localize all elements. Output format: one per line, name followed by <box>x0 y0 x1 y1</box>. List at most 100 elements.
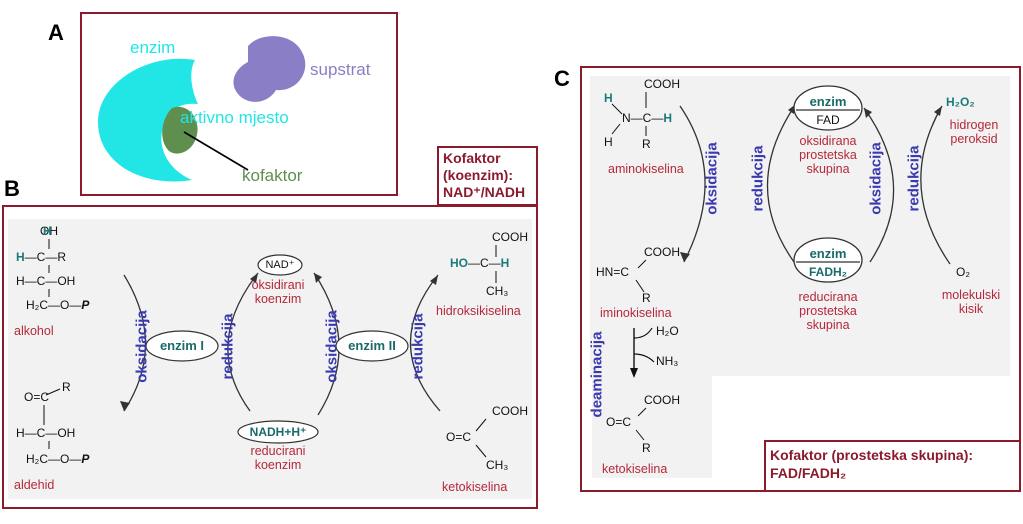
arrow-c-oxidation1 <box>679 105 706 263</box>
svg-text:COOH: COOH <box>644 77 680 91</box>
svg-text:H: H <box>604 91 613 105</box>
reduced-coenzyme-line1: reducirani <box>250 444 306 458</box>
panel-c-reduction1: redukcija <box>749 145 767 212</box>
panel-a-frame <box>80 12 398 196</box>
panel-c-reduction2: redukcija <box>905 145 923 212</box>
enzyme-top-label: enzim <box>809 94 847 109</box>
svg-text:HN=C: HN=C <box>596 265 629 279</box>
aldehyde-structure: O=C R H—C—OH H₂C—O—P <box>16 380 90 466</box>
panel-b-oxidation1: oksidacija <box>133 310 151 383</box>
hydroxy-acid-structure: COOH HO—C—H CH₃ <box>450 230 528 298</box>
aldehyde-label: aldehid <box>14 478 55 492</box>
molecular-oxygen-line1: molekulski <box>941 288 1001 302</box>
panel-b-reduction2: redukcija <box>409 313 427 380</box>
svg-text:N—C—H: N—C—H <box>622 111 672 125</box>
oxidized-coenzyme-line1: oksidirani <box>251 278 305 292</box>
svg-text:O₂: O₂ <box>956 265 970 279</box>
enzyme-bottom-label: enzim <box>809 246 847 261</box>
panel-a-illustration <box>98 36 306 182</box>
panel-b-diagram: OH H H—C—R H—C—OH H₂C—O—P O=C R H—C—OH H… <box>8 219 532 499</box>
arrow-reduction2 <box>409 274 441 412</box>
svg-text:R: R <box>642 291 651 305</box>
molecular-oxygen-line2: kisik <box>958 302 984 316</box>
ammonia-label: NH₃ <box>656 354 679 368</box>
hydroxy-acid-label: hidroksikiselina <box>436 304 521 318</box>
cofactor-shape <box>162 106 198 154</box>
fadh2-label: FADH₂ <box>809 265 847 279</box>
substrate-label: supstrat <box>310 60 371 79</box>
panel-c-letter: C <box>554 66 570 91</box>
panel-b-cofactor-line1: Kofaktor <box>443 150 501 166</box>
alcohol-structure: OH H H—C—R H—C—OH H₂C—O—P <box>16 224 90 312</box>
hydrogen-peroxide-line2: peroksid <box>950 132 998 146</box>
fad-label: FAD <box>816 113 840 127</box>
panel-c-cofactor-box <box>764 440 1021 492</box>
reduced-coenzyme-line2: koenzim <box>254 458 302 472</box>
svg-text:O=C: O=C <box>606 415 631 429</box>
svg-text:COOH: COOH <box>644 393 680 407</box>
panel-b-letter: B <box>4 176 20 201</box>
oxidized-group-line2: prostetska <box>799 148 857 162</box>
svg-text:COOH: COOH <box>644 245 680 259</box>
nad-plus-ellipse <box>257 254 303 276</box>
enzyme2-ellipse <box>335 330 409 362</box>
panel-b-frame <box>2 205 538 509</box>
imino-acid-structure: COOH HN=C R <box>596 245 680 305</box>
amino-acid-label: aminokiselina <box>608 162 684 176</box>
arrow-c-reduction1 <box>766 103 797 263</box>
svg-text:HO—C—H: HO—C—H <box>450 256 509 270</box>
panel-a-letter: A <box>48 20 64 45</box>
oxidized-coenzyme-line2: koenzim <box>254 292 302 306</box>
svg-text:H: H <box>604 135 613 149</box>
hydrogen-peroxide-line1: hidrogen <box>949 118 999 132</box>
svg-text:O=C: O=C <box>24 390 49 404</box>
reduced-group-line1: reducirana <box>798 290 858 304</box>
svg-text:H: H <box>43 224 52 238</box>
panel-b-reduction1: redukcija <box>219 313 237 380</box>
cofactor-label: kofaktor <box>242 166 303 185</box>
panel-b-cofactor-line3: NAD⁺/NADH <box>443 184 526 200</box>
fad-ellipse <box>793 85 863 131</box>
svg-text:O=C: O=C <box>446 430 471 444</box>
panel-c-cofactor-line1: Kofaktor (prostetska skupina): <box>770 447 974 463</box>
reduced-group-line2: prostetska <box>799 304 857 318</box>
svg-text:CH₃: CH₃ <box>486 284 508 298</box>
fadh2-ellipse <box>793 237 863 283</box>
enzyme-label: enzim <box>130 38 176 57</box>
svg-text:H₂C—O—P: H₂C—O—P <box>26 452 90 466</box>
svg-text:COOH: COOH <box>492 230 528 244</box>
svg-text:R: R <box>642 441 651 455</box>
arrow-reduction1 <box>227 272 259 412</box>
nadh-label: NADH+H⁺ <box>249 425 307 439</box>
svg-text:COOH: COOH <box>492 404 528 418</box>
keto-acid-c-label: ketokiselina <box>602 462 668 476</box>
panel-c-oxidation1: oksidacija <box>703 142 721 215</box>
substrate-shape <box>233 36 306 102</box>
svg-text:R: R <box>62 380 71 394</box>
cofactor-pointer-line <box>183 131 249 171</box>
panel-b-cofactor-line2: (koenzim): <box>443 167 513 183</box>
panel-c-diagram: COOH H N—C—H H R COOH HN=C R COOH O=C R … <box>590 76 1010 478</box>
amino-acid-structure: COOH H N—C—H H R <box>604 77 680 151</box>
reduced-group-line3: skupina <box>806 318 850 332</box>
arrow-oxidation1 <box>123 274 147 412</box>
enzyme1-ellipse <box>145 330 219 362</box>
enzyme-shape <box>98 58 198 182</box>
nad-plus-label: NAD⁺ <box>265 259 295 271</box>
enzyme2-label: enzim II <box>348 338 396 353</box>
imino-acid-label: iminokiselina <box>600 306 672 320</box>
arrow-c-reduction2 <box>920 105 951 265</box>
alcohol-label: alkohol <box>14 324 54 338</box>
nadh-ellipse <box>237 420 319 444</box>
svg-text:CH₃: CH₃ <box>486 458 508 472</box>
panel-c-deamination: deaminacija <box>588 331 606 418</box>
svg-text:H—C—OH: H—C—OH <box>16 274 75 288</box>
svg-text:H₂O₂: H₂O₂ <box>946 95 975 109</box>
keto-acid-structure-c: COOH O=C R <box>606 393 680 455</box>
panel-c-cofactor-line2: FAD/FADH₂ <box>770 465 847 481</box>
keto-acid-structure: COOH O=C CH₃ <box>446 404 528 472</box>
oxidized-group-line3: skupina <box>806 162 850 176</box>
svg-text:R: R <box>642 137 651 151</box>
keto-acid-label: ketokiselina <box>442 480 508 494</box>
panel-b-oxidation2: oksidacija <box>323 310 341 383</box>
